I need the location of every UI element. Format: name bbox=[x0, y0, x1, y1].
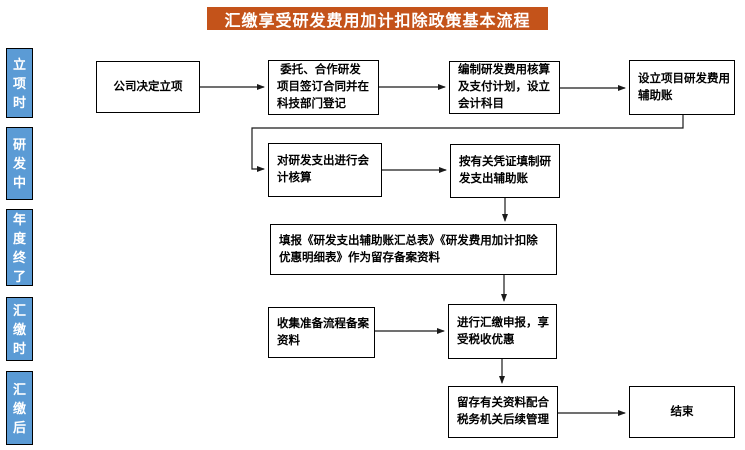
node-collect-filing-materials: 收集准备流程备案 资料 bbox=[268, 307, 375, 358]
node-fill-auxiliary-ledger: 按有关凭证填制研 发支出辅助账 bbox=[450, 144, 560, 198]
node-end: 结束 bbox=[629, 386, 735, 438]
node-contract-registration: 委托、合作研发 项目签订合同并在 科技部门登记 bbox=[268, 60, 379, 115]
node-rd-expense-accounting: 对研发支出进行会 计核算 bbox=[268, 143, 382, 197]
stage-label-lixiangshi: 立项时 bbox=[6, 48, 33, 118]
stage-label-yanfazhong: 研发中 bbox=[6, 127, 33, 200]
stage-label-nianduzhongliao: 年度终了 bbox=[6, 209, 33, 286]
stage-label-huijiaoshi: 汇缴时 bbox=[6, 297, 33, 361]
node-company-decides-project: 公司决定立项 bbox=[96, 61, 200, 113]
node-setup-auxiliary-ledger: 设立项目研发费用 辅助账 bbox=[629, 60, 735, 115]
stage-label-text: 研发中 bbox=[13, 137, 27, 190]
stage-label-text: 年度终了 bbox=[13, 211, 27, 284]
node-settlement-declaration: 进行汇缴申报，享 受税收优惠 bbox=[448, 304, 557, 359]
node-retain-materials: 留存有关资料配合 税务机关后续管理 bbox=[448, 386, 558, 438]
node-expense-accounting-plan: 编制研发费用核算 及支付计划，设立 会计科目 bbox=[449, 61, 560, 114]
stage-label-text: 汇缴后 bbox=[13, 381, 27, 435]
stage-label-huijiaohou: 汇缴后 bbox=[6, 371, 33, 445]
node-fill-summary-forms: 填报《研发支出辅助账汇总表》《研发费用加计扣除 优惠明细表》作为留存备案资料 bbox=[270, 224, 557, 275]
page-title: 汇缴享受研发费用加计扣除政策基本流程 bbox=[207, 7, 548, 30]
stage-label-text: 立项时 bbox=[13, 56, 27, 110]
stage-label-text: 汇缴时 bbox=[13, 302, 27, 356]
